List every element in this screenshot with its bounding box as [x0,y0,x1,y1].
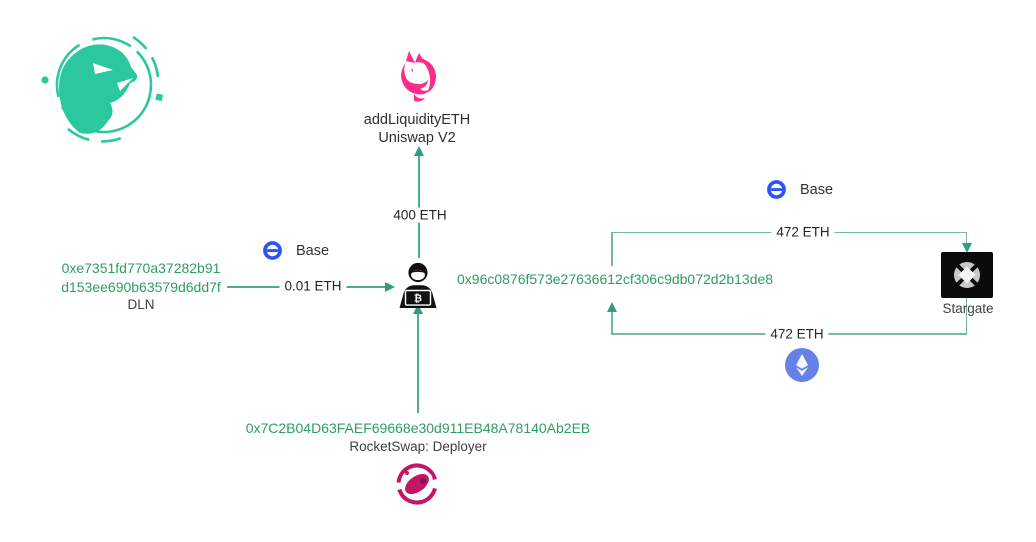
uniswap-protocol-name: Uniswap V2 [378,130,456,146]
edge-stargate-to-center-v1 [965,298,968,334]
stargate-icon[interactable] [941,252,993,303]
edge-amount-472eth-bottom: 472 ETH [765,326,829,342]
uniswap-node-label[interactable]: addLiquidityETH Uniswap V2 [364,111,470,147]
chain-badge-base-left: Base [262,240,329,261]
edge-hacker-to-uniswap [417,152,420,258]
arrowhead-up-to-center-address [606,302,617,312]
center-address-node[interactable]: 0x96c0876f573e27636612cf306c9db072d2b13d… [455,271,776,287]
stargate-label: Stargate [942,301,994,316]
rocketswap-label: RocketSwap: Deployer [349,439,487,454]
chain-name-left: Base [296,242,330,259]
dln-address-node[interactable]: 0xe7351fd770a37282b91 d153ee690b63579d6d… [43,259,239,313]
dln-label: DLN [127,297,155,312]
uniswap-unicorn-icon[interactable] [394,50,440,109]
arrowhead-right-to-hacker [385,281,395,292]
edge-center-to-stargate-v1 [611,232,613,266]
uniswap-function-name: addLiquidityETH [363,112,471,128]
edge-amount-472eth-top: 472 ETH [771,224,835,240]
rocketswap-address-node[interactable]: 0x7C2B04D63FAEF69668e30d911EB48A78140Ab2… [238,419,598,455]
base-chain-icon [263,241,282,260]
rocketswap-icon[interactable] [395,462,439,511]
dln-address-line1: 0xe7351fd770a37282b91 [61,260,221,276]
hacker-laptop-glyph: ₿ [414,292,422,304]
ethereum-icon[interactable] [785,348,819,387]
eagle-logo [38,25,173,152]
chain-name-right: Base [800,181,834,198]
rocketswap-address: 0x7C2B04D63FAEF69668e30d911EB48A78140Ab2… [245,420,591,436]
edge-stargate-to-center-v2 [611,311,613,334]
base-chain-icon [767,180,786,199]
edge-center-to-stargate-v2 [965,232,968,245]
edge-rocketswap-to-hacker [416,313,419,413]
arrowhead-up-to-uniswap [413,146,424,156]
edge-amount-001eth: 0.01 ETH [279,278,347,294]
edge-amount-400eth: 400 ETH [388,207,452,223]
dln-address-line2: d153ee690b63579d6dd7f [61,279,221,295]
chain-badge-base-right: Base [766,179,833,200]
arrowhead-down-to-stargate [961,243,972,253]
arrowhead-up-to-hacker [412,304,423,314]
hacker-laptop-icon[interactable]: ₿ [397,262,439,313]
